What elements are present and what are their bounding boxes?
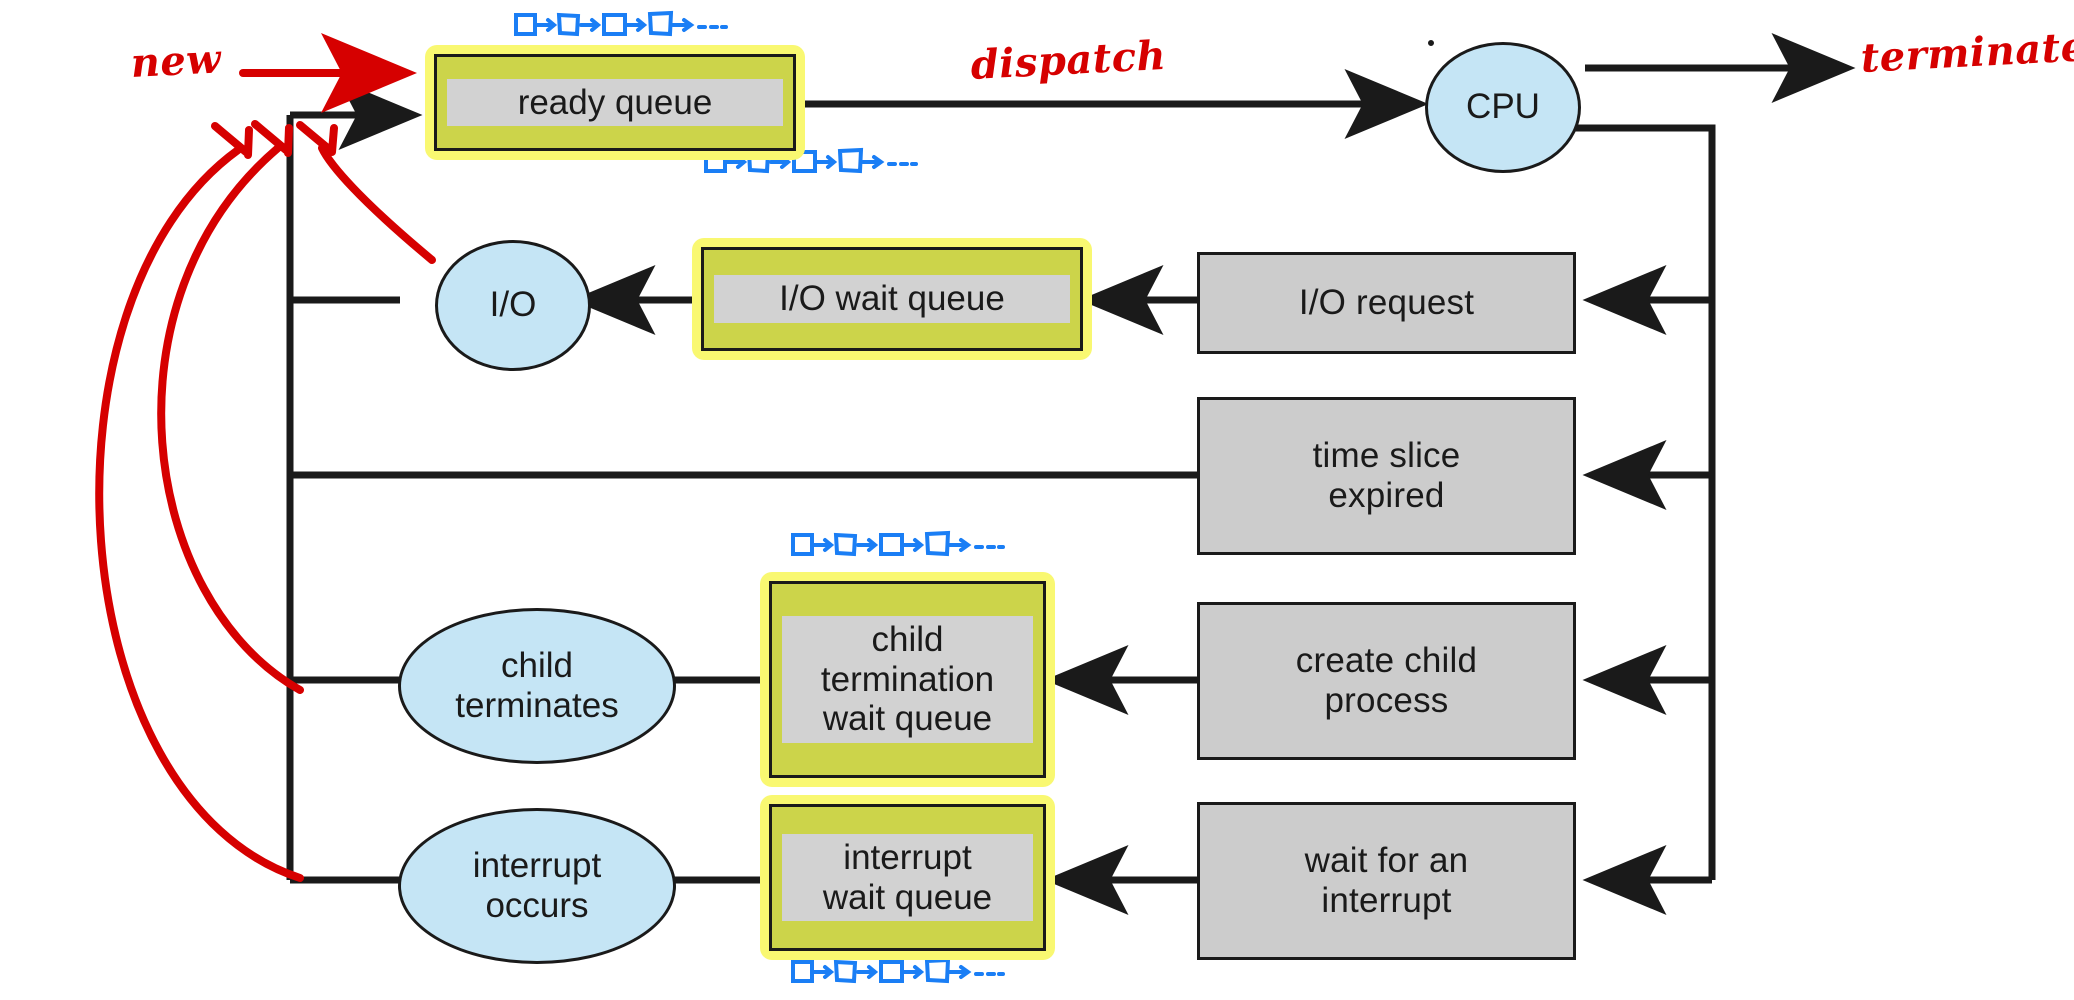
wire-interrupt-feedback-head — [211, 122, 253, 159]
ready-queue-label: ready queue — [447, 78, 783, 127]
io-wait-queue-label: I/O wait queue — [714, 275, 1070, 323]
child-terminates-label: child terminates — [455, 645, 619, 725]
linked-list-icon-child-termination-wait-queue — [790, 528, 1005, 560]
interrupt-occurs-node[interactable]: interrupt occurs — [398, 808, 676, 964]
wire-childterm-feedback — [157, 144, 304, 694]
new-annotation: new — [129, 35, 223, 87]
interrupt-occurs-label: interrupt occurs — [472, 845, 602, 925]
child-terminates-node[interactable]: child terminates — [398, 608, 676, 764]
wait-for-an-interrupt-box[interactable]: wait for an interrupt — [1197, 802, 1576, 960]
child-termination-wait-queue-label: child termination wait queue — [782, 616, 1033, 743]
create-child-process-label: create child process — [1295, 640, 1478, 720]
wait-for-an-interrupt-label: wait for an interrupt — [1304, 840, 1469, 920]
linked-list-icon-interrupt-wait-queue — [790, 955, 1005, 987]
io-label: I/O — [489, 285, 537, 325]
ready-queue-box[interactable]: ready queue — [425, 45, 805, 160]
child-termination-wait-queue-frame: child termination wait queue — [769, 581, 1046, 778]
io-request-label: I/O request — [1298, 282, 1475, 322]
interrupt-wait-queue-box[interactable]: interrupt wait queue — [760, 795, 1055, 960]
ready-queue-frame: ready queue — [434, 54, 796, 151]
interrupt-wait-queue-frame: interrupt wait queue — [769, 804, 1046, 951]
cpu-label: CPU — [1466, 87, 1540, 127]
io-wait-queue-frame: I/O wait queue — [701, 247, 1083, 351]
time-slice-expired-box[interactable]: time slice expired — [1197, 397, 1576, 555]
wire-cpu-bus — [1575, 124, 1716, 880]
linked-list-icon-ready-queue — [513, 8, 728, 40]
io-wait-queue-box[interactable]: I/O wait queue — [692, 238, 1092, 360]
cpu-anchor — [1428, 40, 1434, 46]
child-termination-wait-queue-box[interactable]: child termination wait queue — [760, 572, 1055, 787]
wire-io-feedback — [318, 144, 436, 264]
io-request-box[interactable]: I/O request — [1197, 252, 1576, 354]
interrupt-wait-queue-label: interrupt wait queue — [782, 833, 1033, 922]
wire-interrupt-feedback — [95, 146, 304, 882]
time-slice-expired-label: time slice expired — [1312, 435, 1461, 515]
io-node[interactable]: I/O — [435, 240, 591, 371]
cpu-node[interactable]: CPU — [1425, 42, 1581, 173]
create-child-process-box[interactable]: create child process — [1197, 602, 1576, 760]
wire-childterm-feedback-head — [251, 120, 293, 157]
wire-io-feedback-head — [296, 121, 338, 156]
